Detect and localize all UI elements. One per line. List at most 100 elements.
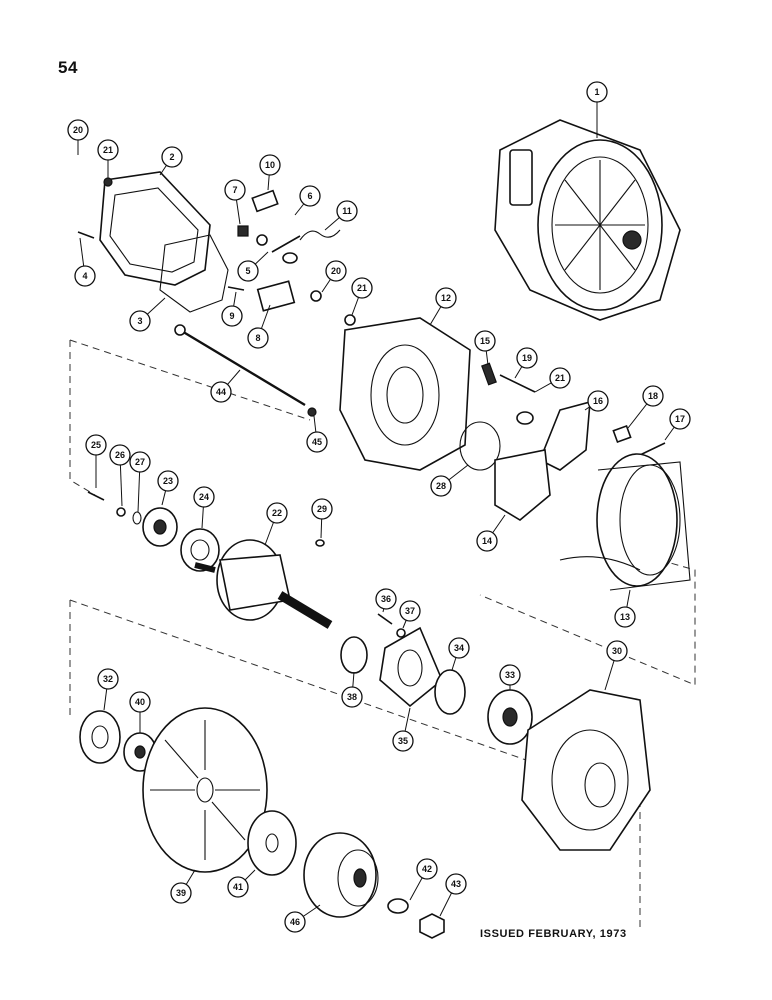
- callout-number-8: 8: [255, 333, 260, 343]
- callout-number-28: 28: [436, 481, 446, 491]
- callout-21: 21: [534, 367, 571, 393]
- callout-circle-28: [430, 475, 452, 497]
- callout-13: 13: [614, 589, 636, 628]
- callout-40: 40: [129, 691, 151, 733]
- callout-circle-1: [586, 81, 608, 103]
- callout-circle-8: [247, 327, 269, 349]
- callout-number-25: 25: [91, 440, 101, 450]
- callout-37: 37: [399, 600, 421, 629]
- callout-number-40: 40: [135, 697, 145, 707]
- bearing-group-lower: [79, 710, 157, 772]
- callout-circle-46: [284, 911, 306, 933]
- callout-circle-4: [74, 265, 96, 287]
- callout-circle-2: [161, 146, 183, 168]
- slip-ring-end-frame: [339, 317, 471, 471]
- callout-25: 25: [85, 434, 107, 488]
- through-bolt: [179, 328, 306, 407]
- callout-43: 43: [439, 873, 467, 917]
- callout-circle-6: [299, 185, 321, 207]
- callout-number-30: 30: [612, 646, 622, 656]
- callout-18: 18: [627, 385, 664, 429]
- callout-circle-43: [445, 873, 467, 895]
- callout-circle-20: [67, 119, 89, 141]
- callout-number-42: 42: [422, 864, 432, 874]
- issued-date-note: ISSUED FEBRUARY, 1973: [480, 928, 627, 940]
- callout-number-22: 22: [272, 508, 282, 518]
- callout-45: 45: [306, 415, 328, 453]
- bearing-group-upper: [87, 491, 325, 572]
- callout-number-19: 19: [522, 353, 532, 363]
- callout-number-32: 32: [103, 674, 113, 684]
- drive-end-hardware: [340, 613, 533, 745]
- callout-circle-15: [474, 330, 496, 352]
- callout-23: 23: [157, 470, 179, 506]
- callout-16: 16: [584, 390, 609, 412]
- callout-41: 41: [227, 869, 256, 898]
- callout-number-39: 39: [176, 888, 186, 898]
- page-number: 54: [58, 58, 78, 77]
- callout-circle-9: [221, 305, 243, 327]
- callout-number-26: 26: [115, 450, 125, 460]
- callout-26: 26: [109, 444, 131, 507]
- callout-34: 34: [448, 637, 470, 671]
- callout-circle-39: [170, 882, 192, 904]
- callout-39: 39: [170, 869, 196, 904]
- callout-number-16: 16: [593, 396, 603, 406]
- callout-9: 9: [221, 291, 243, 327]
- callout-number-38: 38: [347, 692, 357, 702]
- callout-circle-13: [614, 606, 636, 628]
- callout-number-45: 45: [312, 437, 322, 447]
- callout-circle-41: [227, 876, 249, 898]
- callout-number-37: 37: [405, 606, 415, 616]
- callout-circle-21: [549, 367, 571, 389]
- callout-circle-18: [642, 385, 664, 407]
- callout-circle-12: [435, 287, 457, 309]
- callout-circle-25: [85, 434, 107, 456]
- callout-14: 14: [476, 514, 506, 552]
- callout-circle-38: [341, 686, 363, 708]
- fan: [142, 707, 268, 873]
- callout-number-7: 7: [232, 185, 237, 195]
- callout-number-41: 41: [233, 882, 243, 892]
- callout-number-14: 14: [482, 536, 492, 546]
- callout-20: 20: [321, 260, 347, 293]
- callout-number-44: 44: [216, 387, 226, 397]
- callout-5: 5: [237, 251, 269, 282]
- cover-and-gasket: [99, 171, 229, 313]
- callout-circle-5: [237, 260, 259, 282]
- callout-10: 10: [259, 154, 281, 191]
- callout-11: 11: [324, 200, 358, 231]
- callout-number-35: 35: [398, 736, 408, 746]
- callout-33: 33: [499, 664, 521, 690]
- callout-38: 38: [341, 671, 363, 708]
- callout-circle-17: [669, 408, 691, 430]
- callout-circle-35: [392, 730, 414, 752]
- callout-circle-11: [336, 200, 358, 222]
- callout-circle-44: [210, 381, 232, 403]
- callout-number-9: 9: [229, 311, 234, 321]
- drive-end-frame: [521, 689, 651, 851]
- callout-2: 2: [159, 146, 183, 176]
- callout-circle-33: [499, 664, 521, 686]
- callout-number-27: 27: [135, 457, 145, 467]
- rectifier-components: [459, 362, 666, 521]
- callout-circle-21: [97, 139, 119, 161]
- callout-29: 29: [311, 498, 333, 539]
- callout-circle-20: [325, 260, 347, 282]
- callout-22: 22: [264, 502, 288, 546]
- stator: [559, 453, 691, 591]
- callout-circle-3: [129, 310, 151, 332]
- callout-number-18: 18: [648, 391, 658, 401]
- callout-19: 19: [514, 347, 538, 379]
- callout-circle-21: [351, 277, 373, 299]
- callout-46: 46: [284, 904, 321, 933]
- callout-number-12: 12: [441, 293, 451, 303]
- callout-circle-40: [129, 691, 151, 713]
- callout-20: 20: [67, 119, 89, 155]
- callout-number-1: 1: [594, 87, 599, 97]
- callout-number-34: 34: [454, 643, 464, 653]
- callout-circle-34: [448, 637, 470, 659]
- callout-15: 15: [474, 330, 496, 366]
